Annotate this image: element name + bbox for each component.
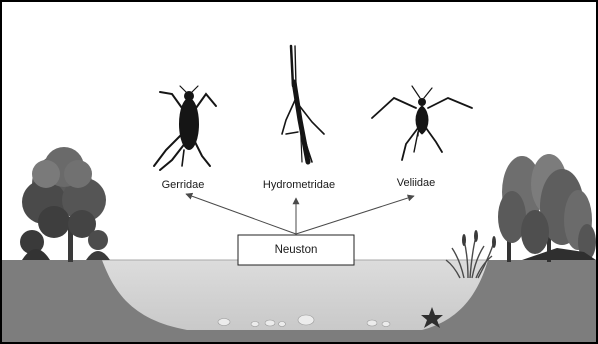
arrow-to-veliidae (296, 196, 414, 234)
label-hydrometridae: Hydrometridae (263, 179, 335, 191)
right-trees-icon (498, 154, 596, 262)
veliidae-insect-icon (372, 86, 472, 160)
arrow-to-gerridae (186, 194, 296, 234)
hydrometridae-insect-icon (282, 46, 324, 162)
label-gerridae: Gerridae (162, 179, 205, 191)
neuston-label: Neuston (275, 244, 318, 256)
arrows (186, 194, 414, 234)
gerridae-insect-icon (154, 86, 216, 170)
cattail-icon (462, 230, 496, 248)
left-tree-icon (20, 147, 110, 262)
label-veliidae: Veliidae (397, 177, 436, 189)
